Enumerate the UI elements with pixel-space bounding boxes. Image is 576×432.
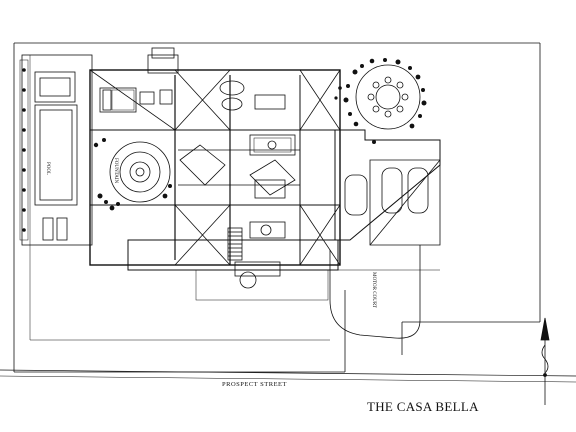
motor-court-label: MOTOR COURT xyxy=(371,272,376,308)
property-boundary xyxy=(0,42,576,383)
stairs xyxy=(227,227,243,261)
pool-area xyxy=(19,54,93,246)
fountain-courtyard xyxy=(109,141,171,203)
dining-room xyxy=(249,179,286,239)
house-outline xyxy=(89,47,341,271)
living-room xyxy=(249,134,296,156)
garage xyxy=(334,129,441,246)
motor-court xyxy=(329,245,440,339)
bathroom xyxy=(159,80,286,111)
bedroom xyxy=(99,87,155,113)
entry-porch xyxy=(195,261,329,301)
north-arrow-icon xyxy=(540,317,550,405)
pool-label: POOL xyxy=(45,162,50,176)
outdoor-dining-terrace xyxy=(355,64,421,130)
fountain-label: FOUNTAIN xyxy=(113,158,118,184)
landscaping xyxy=(22,58,427,232)
plan-title: THE CASA BELLA xyxy=(367,399,479,414)
street-label: PROSPECT STREET xyxy=(222,381,287,388)
